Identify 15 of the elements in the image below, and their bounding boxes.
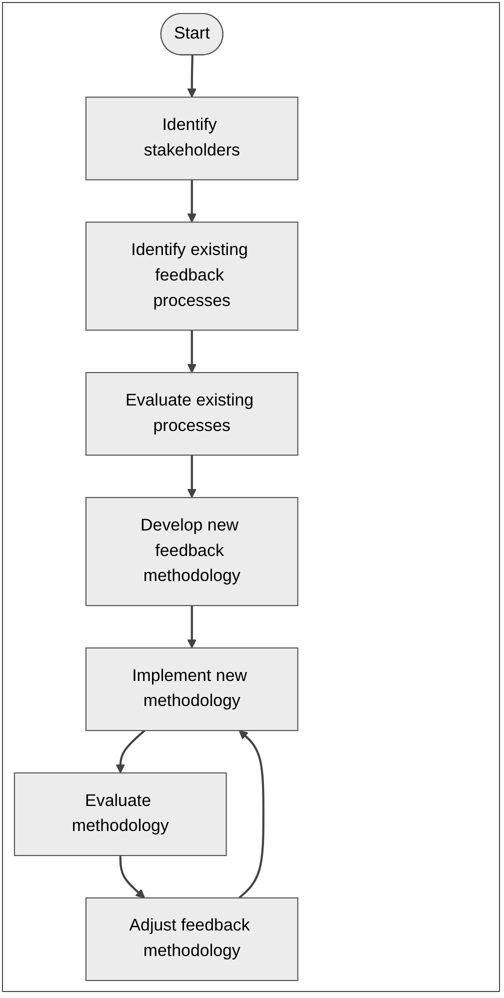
arrow <box>116 730 146 774</box>
node-box: Develop new feedback methodology <box>85 497 298 606</box>
node-box: Identify stakeholders <box>85 96 298 180</box>
node-box: Evaluate existing processes <box>85 372 298 456</box>
node-box: Evaluate methodology <box>14 772 227 856</box>
arrow <box>119 856 146 898</box>
arrow <box>187 55 197 98</box>
node-box: Identify existing feedback processes <box>85 222 298 331</box>
arrow <box>187 330 197 373</box>
node-box: Adjust feedback methodology <box>85 897 298 982</box>
arrow <box>187 455 197 498</box>
node-box: Implement new methodology <box>85 647 298 732</box>
arrow <box>187 606 197 648</box>
arrow <box>187 180 197 223</box>
arrow <box>238 730 264 899</box>
